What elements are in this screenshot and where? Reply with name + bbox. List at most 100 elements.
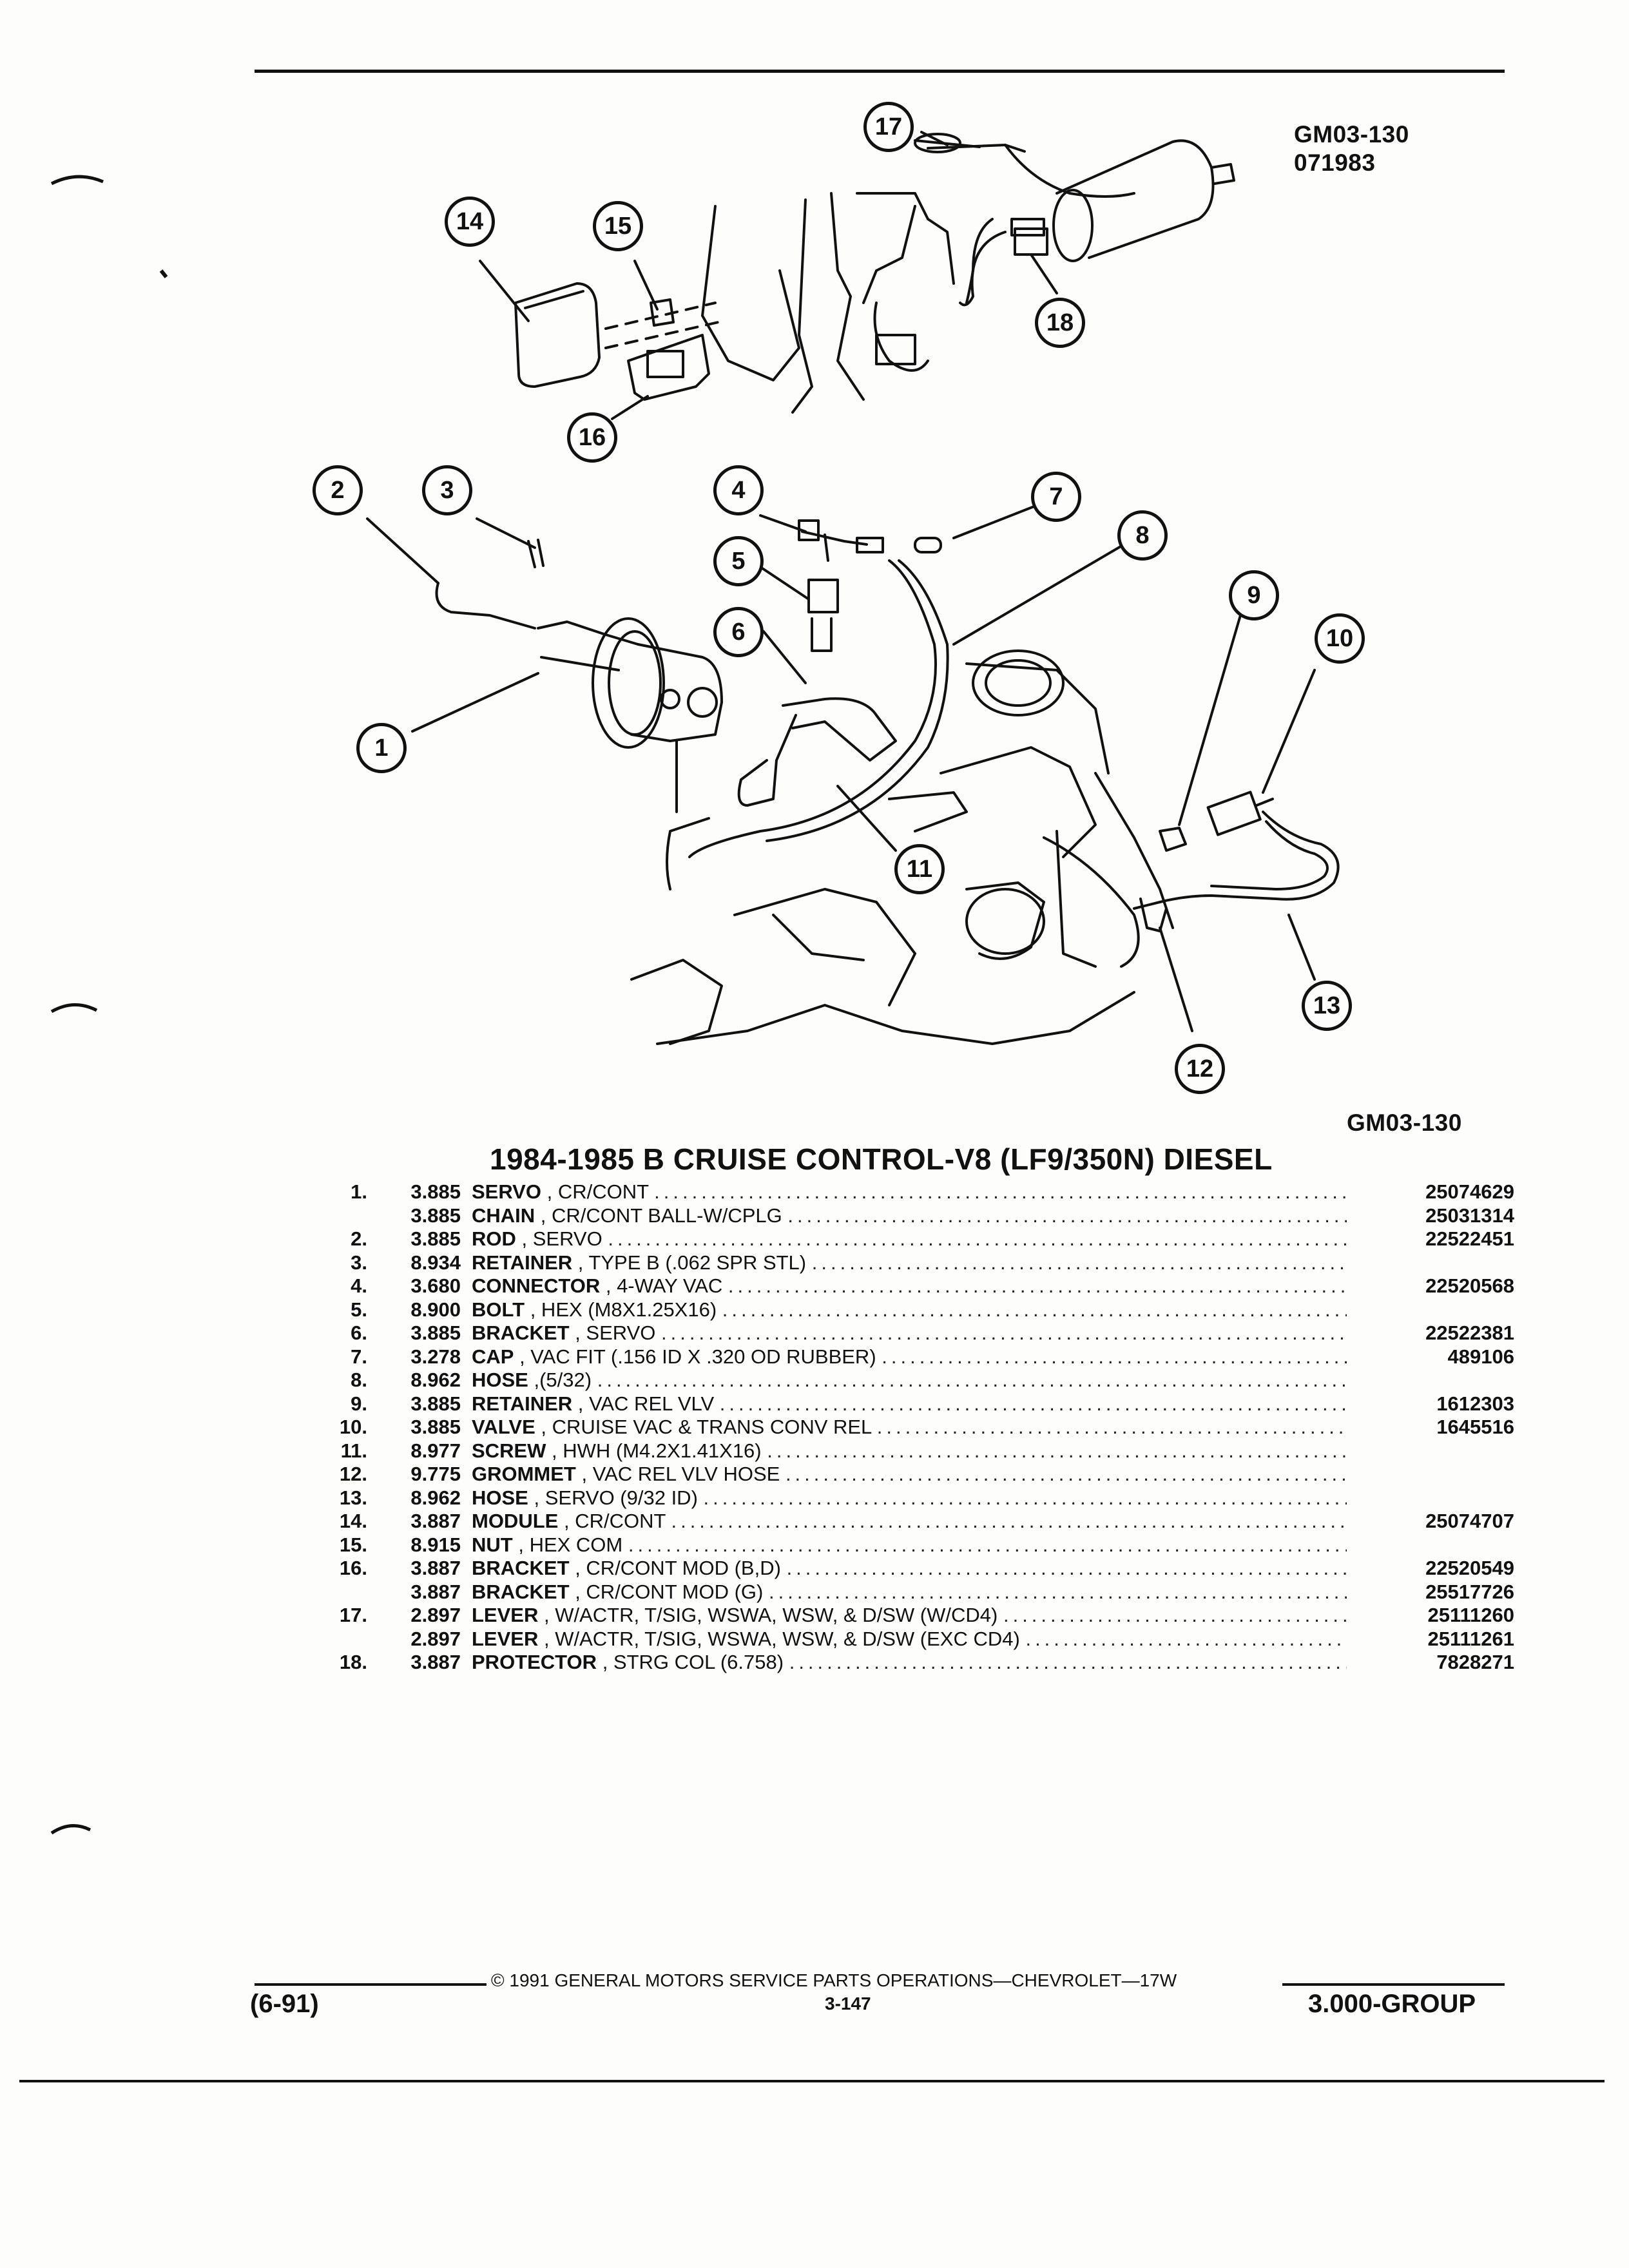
part-number: 22520549 (1425, 1557, 1514, 1579)
leader-dots: ........................................… (787, 1204, 1347, 1227)
leader-dots: ........................................… (628, 1533, 1347, 1556)
leader-dots: ........................................… (608, 1227, 1347, 1250)
part-detail: , W/ACTR, T/SIG, WSWA, WSW, & D/SW (EXC … (543, 1627, 1020, 1650)
leader-dots: ........................................… (728, 1274, 1347, 1297)
item-number: 5. (351, 1298, 367, 1321)
item-number: 18. (339, 1651, 367, 1673)
callout-18: 18 (1035, 298, 1085, 348)
item-number: 9. (351, 1392, 367, 1415)
part-detail: , HEX (M8X1.25X16) (530, 1298, 717, 1321)
part-number: 25517726 (1425, 1580, 1514, 1603)
part-description: LEVER , W/ACTR, T/SIG, WSWA, WSW, & D/SW… (472, 1604, 1347, 1627)
part-detail: , VAC REL VLV HOSE (581, 1463, 780, 1485)
part-description: CHAIN , CR/CONT BALL-W/CPLG ............… (472, 1204, 1347, 1227)
group-number: 3.278 (410, 1345, 461, 1368)
part-detail: , CR/CONT MOD (B,D) (575, 1557, 781, 1579)
leader-dots: ........................................… (722, 1298, 1347, 1321)
top-rule (255, 70, 1505, 73)
group-number: 8.977 (410, 1439, 461, 1462)
part-description: HOSE , SERVO (9/32 ID) .................… (472, 1486, 1347, 1510)
group-number: 3.887 (410, 1557, 461, 1579)
part-detail: , SERVO (9/32 ID) (534, 1486, 698, 1509)
part-description: PROTECTOR , STRG COL (6.758) ...........… (472, 1651, 1347, 1674)
part-number: 7828271 (1436, 1651, 1514, 1673)
leader-dots: ........................................… (876, 1416, 1347, 1438)
page-number: 3-147 (825, 1994, 871, 2013)
bottom-rule (19, 2080, 1605, 2082)
leader-dots: ........................................… (785, 1463, 1347, 1485)
part-detail: , SERVO (521, 1227, 602, 1250)
callout-11: 11 (894, 844, 945, 894)
part-number: 1612303 (1436, 1392, 1514, 1415)
part-number: 22520568 (1425, 1274, 1514, 1297)
part-name: CONNECTOR (472, 1274, 601, 1297)
leader-dots: ........................................… (661, 1321, 1347, 1344)
callout-14: 14 (445, 197, 495, 247)
item-number: 1. (351, 1180, 367, 1203)
callout-12: 12 (1175, 1044, 1225, 1094)
margin-marks (50, 175, 168, 1835)
callout-13: 13 (1302, 981, 1352, 1031)
part-description: SCREW , HWH (M4.2X1.41X16) .............… (472, 1439, 1347, 1463)
item-number: 17. (339, 1604, 367, 1626)
leader-dots: ........................................… (1025, 1627, 1347, 1650)
group-number: 3.887 (410, 1651, 461, 1673)
callout-15: 15 (593, 201, 643, 251)
part-number: 25111260 (1427, 1604, 1514, 1626)
group-number: 9.775 (410, 1463, 461, 1485)
part-detail: , CR/CONT (546, 1180, 649, 1203)
part-number: 22522451 (1425, 1227, 1514, 1250)
group-number: 8.915 (410, 1533, 461, 1556)
exploded-parts-diagram: 1 2 3 4 5 6 7 8 9 10 11 12 13 14 15 16 1… (0, 0, 1629, 1136)
part-description: NUT , HEX COM ..........................… (472, 1533, 1347, 1557)
part-description: BRACKET , CR/CONT MOD (B,D) ............… (472, 1557, 1347, 1580)
item-number: 2. (351, 1227, 367, 1250)
leader-dots: ........................................… (703, 1486, 1347, 1509)
part-name: RETAINER (472, 1392, 573, 1415)
part-description: BRACKET , CR/CONT MOD (G) ..............… (472, 1581, 1347, 1604)
part-number: 489106 (1447, 1345, 1514, 1368)
callout-1: 1 (356, 723, 407, 773)
callout-16: 16 (567, 412, 617, 463)
part-name: BRACKET (472, 1557, 570, 1579)
copyright-line: © 1991 GENERAL MOTORS SERVICE PARTS OPER… (491, 1970, 1177, 1990)
item-number: 6. (351, 1321, 367, 1344)
part-description: HOSE ,(5/32) ...........................… (472, 1369, 1347, 1392)
callout-5: 5 (713, 536, 764, 586)
leader-dots: ........................................… (786, 1557, 1347, 1579)
part-description: BOLT , HEX (M8X1.25X16) ................… (472, 1298, 1347, 1321)
part-detail: , 4-WAY VAC (605, 1274, 723, 1297)
item-number: 7. (351, 1345, 367, 1368)
part-name: SCREW (472, 1439, 546, 1462)
leader-dots: ........................................… (769, 1580, 1347, 1603)
part-row: 5. 8.900 BOLT , HEX (M8X1.25X16) .........… (303, 1298, 1514, 1322)
part-detail: , HEX COM (518, 1533, 623, 1556)
part-number: 25074707 (1425, 1510, 1514, 1532)
item-number: 14. (339, 1510, 367, 1532)
group-number: 8.934 (410, 1251, 461, 1274)
part-number: 1645516 (1436, 1416, 1514, 1438)
part-name: NUT (472, 1533, 513, 1556)
group-number: 8.900 (410, 1298, 461, 1321)
footer-group: 3.000-GROUP (1308, 1990, 1476, 2018)
part-row: 18. 3.887 PROTECTOR , STRG COL (6.758) ...… (303, 1651, 1514, 1675)
group-number: 3.885 (410, 1321, 461, 1344)
footer-rule-left (255, 1983, 487, 1986)
part-detail: , STRG COL (6.758) (602, 1651, 784, 1673)
leader-dots: ........................................… (767, 1439, 1347, 1462)
part-name: ROD (472, 1227, 516, 1250)
leader-dots: ........................................… (1003, 1604, 1347, 1626)
leader-dots: ........................................… (789, 1651, 1347, 1673)
diagram-date-code: 071983 (1294, 149, 1376, 176)
